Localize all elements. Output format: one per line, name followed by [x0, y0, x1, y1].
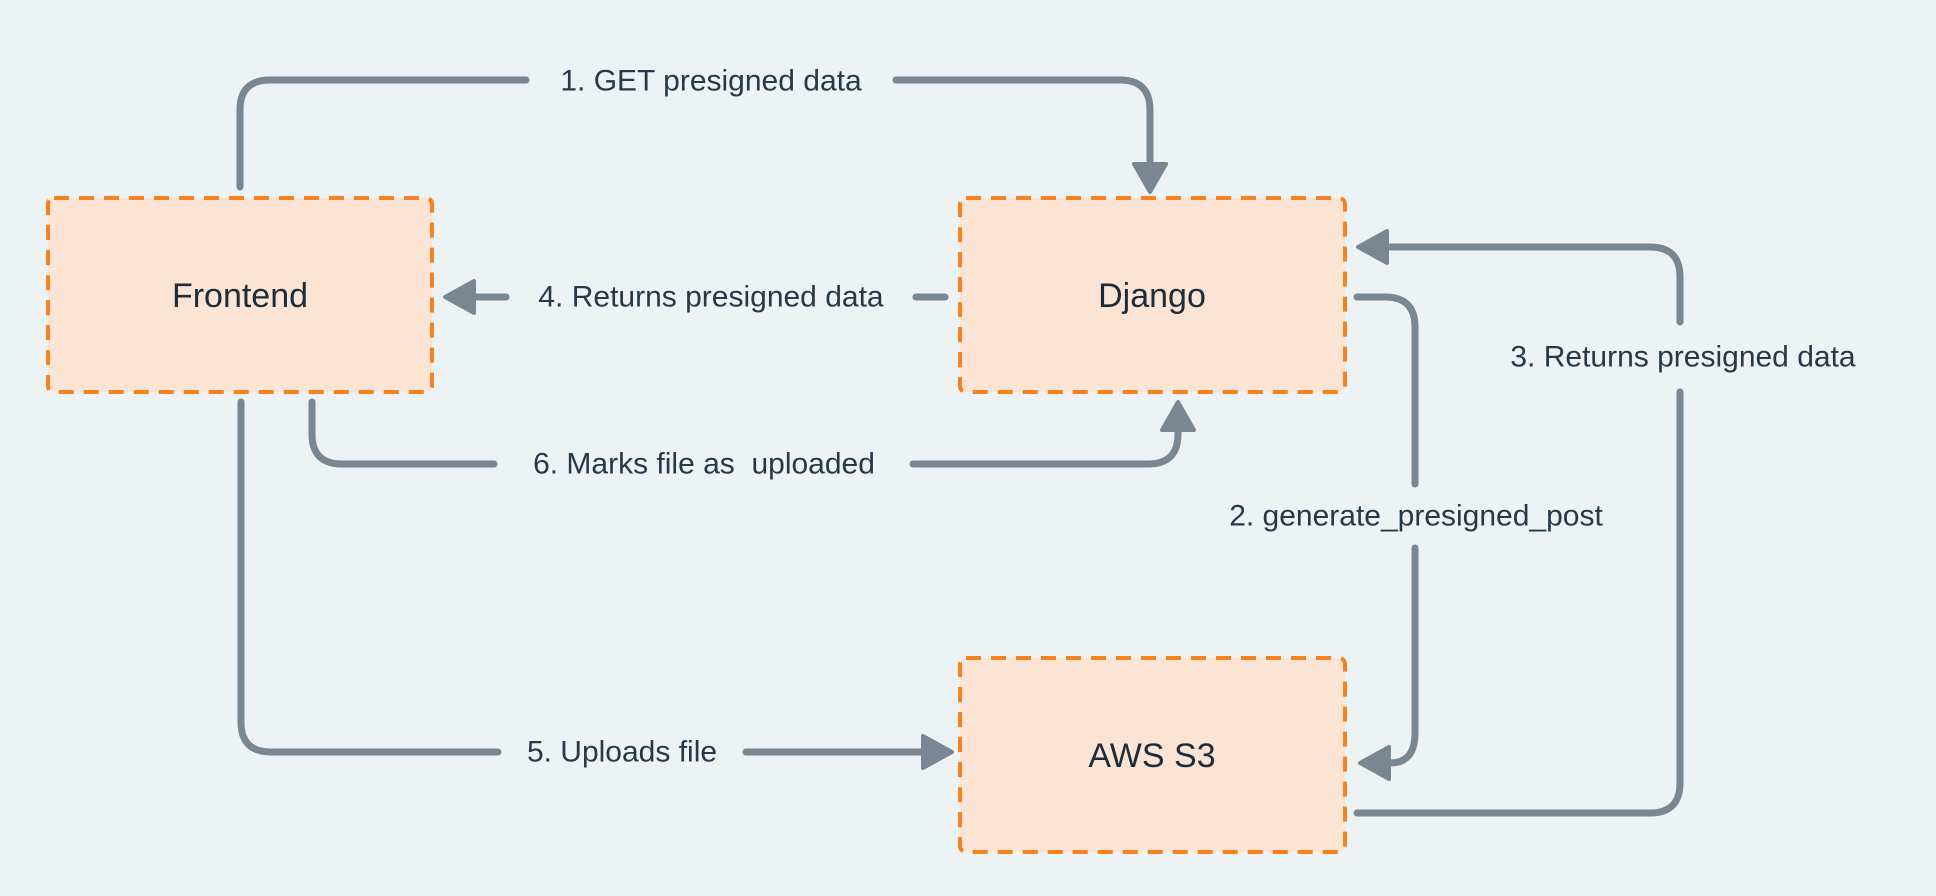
- edge-1-label: 1. GET presigned data: [560, 65, 862, 98]
- edge-3-returns-presigned-data: 3. Returns presigned data: [1353, 229, 1856, 817]
- aws-s3-label: AWS S3: [1088, 737, 1215, 775]
- edge-1-line-right: [892, 76, 1154, 166]
- frontend-box: [46, 196, 434, 394]
- edge-5-uploads-file: 5. Uploads file: [237, 398, 954, 770]
- aws-s3-box: [958, 656, 1347, 854]
- edge-2-arrowhead-left-icon: [1358, 745, 1391, 781]
- edge-3-line-bottom: [1353, 388, 1684, 817]
- django-box: [958, 196, 1347, 394]
- node-aws-s3: AWS S3: [958, 656, 1347, 854]
- node-frontend: Frontend: [46, 196, 434, 394]
- edge-2-line-top: [1353, 293, 1419, 488]
- edge-3-arrowhead-left-icon: [1356, 229, 1389, 265]
- edge-1-get-presigned-data: 1. GET presigned data: [236, 65, 1168, 194]
- edge-2-line-bottom: [1386, 544, 1419, 767]
- edge-5-label: 5. Uploads file: [527, 736, 717, 769]
- edge-4-label: 4. Returns presigned data: [538, 281, 884, 314]
- edge-3-line-top: [1386, 243, 1684, 326]
- edge-2-generate-presigned-post: 2. generate_presigned_post: [1229, 293, 1603, 781]
- node-django: Django: [958, 196, 1347, 394]
- edge-6-line-left: [308, 398, 498, 468]
- edge-4-returns-presigned-data: 4. Returns presigned data: [443, 279, 949, 315]
- edge-2-label: 2. generate_presigned_post: [1229, 500, 1603, 533]
- edge-3-label: 3. Returns presigned data: [1510, 341, 1856, 374]
- frontend-label: Frontend: [172, 277, 308, 315]
- django-label: Django: [1098, 277, 1206, 315]
- edge-6-arrowhead-up-icon: [1160, 400, 1196, 432]
- edge-1-arrowhead-down-icon: [1132, 162, 1168, 194]
- edge-6-line-right: [909, 428, 1182, 468]
- edge-4-arrowhead-left-icon: [443, 279, 476, 315]
- edge-6-marks-file-uploaded: 6. Marks file as uploaded: [308, 398, 1196, 481]
- edge-5-arrowhead-right-icon: [921, 734, 954, 770]
- edge-6-label: 6. Marks file as uploaded: [533, 448, 875, 481]
- edge-5-line-left: [237, 398, 502, 756]
- edge-1-line-left: [236, 76, 530, 191]
